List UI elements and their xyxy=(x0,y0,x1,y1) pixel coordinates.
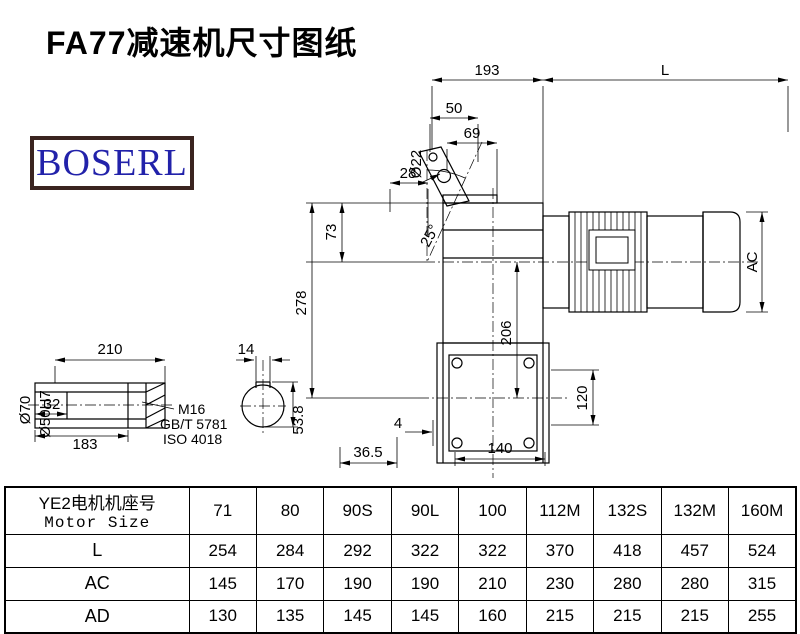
motor-size-header-cn: YE2电机机座号 xyxy=(38,494,156,514)
table-header-row: YE2电机机座号 Motor Size 71 80 90S 90L 100 11… xyxy=(4,486,797,535)
table-cell: 280 xyxy=(593,566,662,601)
boserl-logo-text: BOSERL xyxy=(36,142,188,184)
table-cell: 145 xyxy=(188,566,257,601)
motor-outline xyxy=(542,211,741,313)
table-cell: 190 xyxy=(323,566,392,601)
table-row-L: L 254 284 292 322 322 370 418 457 524 xyxy=(4,533,797,568)
dim-32: 32 xyxy=(44,396,61,413)
gearbox-outline xyxy=(436,194,550,464)
dim-36-5: 36.5 xyxy=(353,444,382,461)
table-cell: 215 xyxy=(660,599,730,634)
col-header-90s: 90S xyxy=(323,486,392,535)
dim-206: 206 xyxy=(498,320,515,345)
table-cell: 145 xyxy=(390,599,460,634)
table-cell: 524 xyxy=(728,533,797,568)
table-cell: 280 xyxy=(660,566,730,601)
table-cell: 190 xyxy=(390,566,460,601)
dim-4: 4 xyxy=(394,415,402,432)
table-cell: 457 xyxy=(660,533,730,568)
dim-120: 120 xyxy=(574,385,591,410)
dimension-labels: 193 L 50 69 28 Ø22 73 25° 278 206 AC 120… xyxy=(17,62,761,461)
table-row-AD: AD 130 135 145 145 160 215 215 215 255 xyxy=(4,599,797,634)
dim-AC: AC xyxy=(744,251,761,272)
dim-69: 69 xyxy=(464,125,481,142)
dim-dia50h7: Ø50H7 xyxy=(37,390,54,438)
dim-210: 210 xyxy=(97,341,122,358)
shaft-detail-view xyxy=(34,382,166,429)
row-label-AD: AD xyxy=(4,599,190,634)
label-gbt5781: GB/T 5781 xyxy=(160,416,228,432)
table-cell: 230 xyxy=(525,566,595,601)
col-header-100: 100 xyxy=(458,486,527,535)
row-label-L: L xyxy=(4,533,190,568)
table-cell: 170 xyxy=(255,566,325,601)
table-cell: 315 xyxy=(728,566,797,601)
page-title: FA77减速机尺寸图纸 xyxy=(46,25,358,61)
table-cell: 130 xyxy=(188,599,257,634)
table-cell: 255 xyxy=(728,599,797,634)
dim-14: 14 xyxy=(238,341,255,358)
table-cell: 418 xyxy=(593,533,662,568)
table-cell: 215 xyxy=(593,599,662,634)
dim-25deg: 25° xyxy=(417,222,443,250)
table-cell: 284 xyxy=(255,533,325,568)
dim-dia22: Ø22 xyxy=(408,150,425,178)
table-cell: 160 xyxy=(458,599,527,634)
label-iso4018: ISO 4018 xyxy=(163,431,222,447)
dim-L: L xyxy=(661,62,669,79)
dim-dia70: Ø70 xyxy=(17,396,34,424)
dim-53-8: 53.8 xyxy=(290,405,307,434)
table-cell: 370 xyxy=(525,533,595,568)
table-cell: 145 xyxy=(323,599,392,634)
dim-28: 28 xyxy=(400,165,417,182)
col-header-71: 71 xyxy=(188,486,257,535)
dim-183: 183 xyxy=(72,436,97,453)
col-header-80: 80 xyxy=(255,486,325,535)
motor-size-header-cell: YE2电机机座号 Motor Size xyxy=(4,486,190,535)
table-cell: 292 xyxy=(323,533,392,568)
table-cell: 210 xyxy=(458,566,527,601)
dim-50: 50 xyxy=(446,100,463,117)
motor-size-table: YE2电机机座号 Motor Size 71 80 90S 90L 100 11… xyxy=(4,486,797,634)
table-cell: 215 xyxy=(525,599,595,634)
col-header-132m: 132M xyxy=(660,486,730,535)
dim-73: 73 xyxy=(323,224,340,241)
table-cell: 322 xyxy=(458,533,527,568)
table-cell: 135 xyxy=(255,599,325,634)
col-header-160m: 160M xyxy=(728,486,797,535)
col-header-112m: 112M xyxy=(525,486,595,535)
row-label-AC: AC xyxy=(4,566,190,601)
dim-193: 193 xyxy=(474,62,499,79)
table-cell: 322 xyxy=(390,533,460,568)
technical-drawing: 193 L 50 69 28 Ø22 73 25° 278 206 AC 120… xyxy=(17,62,789,478)
dimension-lines xyxy=(34,77,789,468)
col-header-132s: 132S xyxy=(593,486,662,535)
col-header-90l: 90L xyxy=(390,486,460,535)
table-row-AC: AC 145 170 190 190 210 230 280 280 315 xyxy=(4,566,797,601)
table-cell: 254 xyxy=(188,533,257,568)
boserl-logo: BOSERL xyxy=(30,136,194,190)
dim-278: 278 xyxy=(293,290,310,315)
motor-size-header-en: Motor Size xyxy=(44,514,151,533)
label-m16: M16 xyxy=(178,401,205,417)
dim-140: 140 xyxy=(487,440,512,457)
